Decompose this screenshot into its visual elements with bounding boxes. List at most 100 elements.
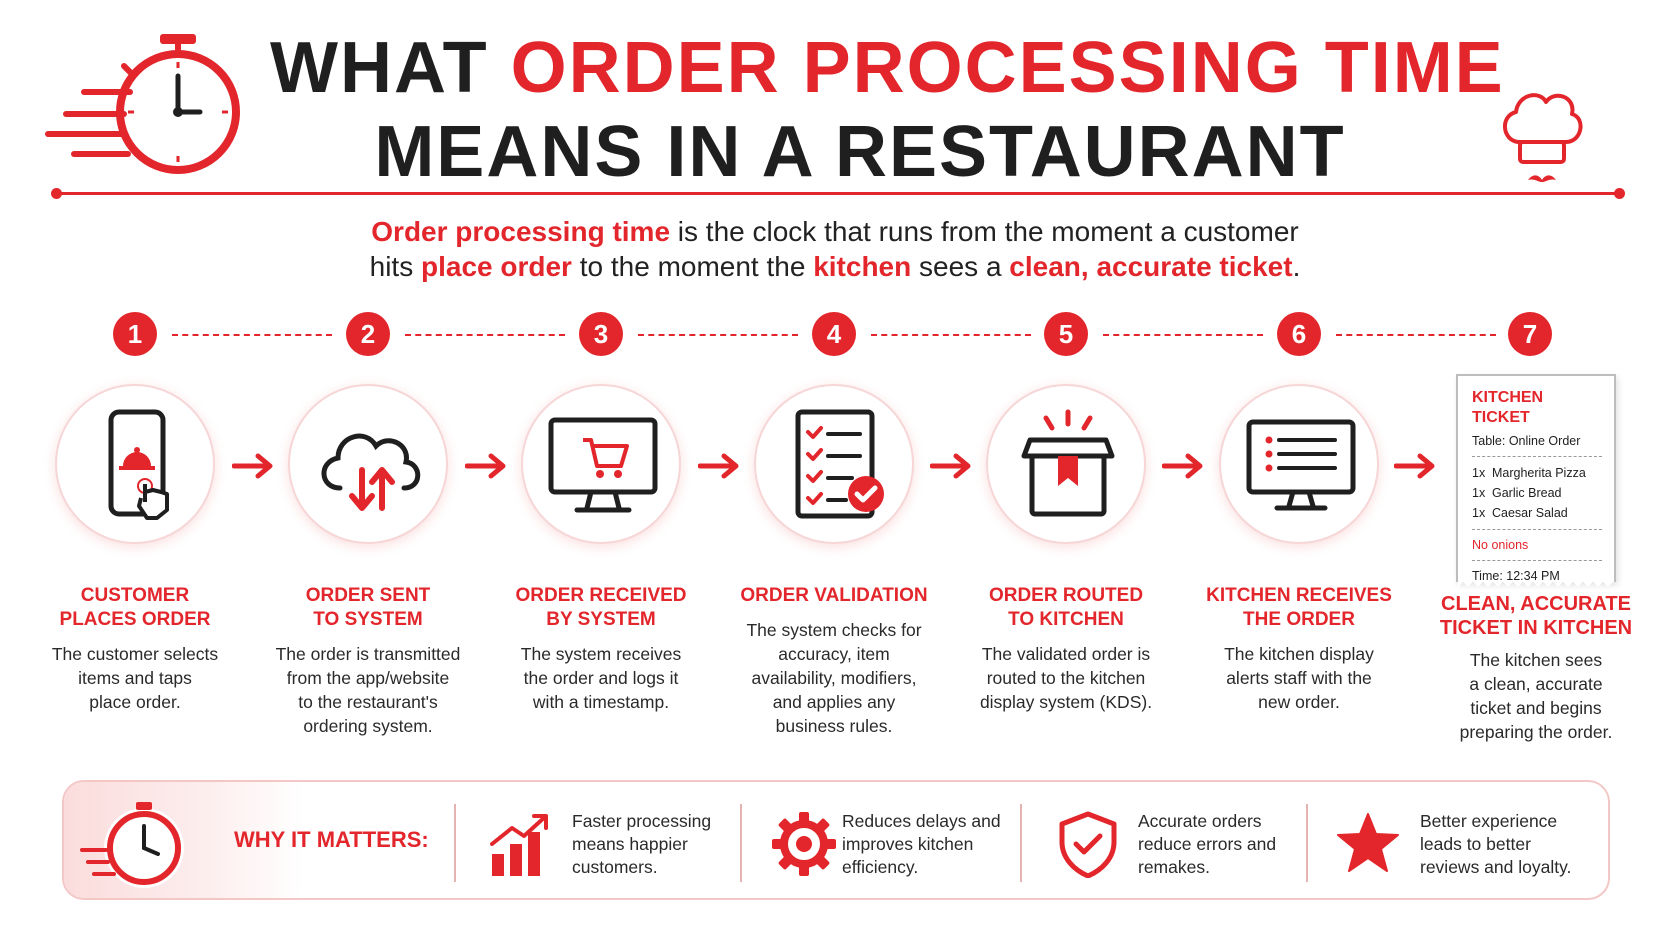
step-title-line: TO SYSTEM [313,609,423,630]
title-line-2: MEANS IN A RESTAURANT [374,112,1346,192]
step-title-line: PLACES ORDER [59,609,211,630]
ticket-item-qty: 1x [1472,506,1486,520]
arrow-right-icon [232,453,273,479]
step-desc-line: alerts staff with the [1226,668,1372,688]
monitor-cart-icon [548,417,658,513]
gear-icon [772,812,836,876]
step-desc-line: routed to the kitchen [986,668,1146,688]
step-desc-line: The kitchen sees [1469,650,1603,670]
why-it-matters-heading: WHY IT MATTERS: [234,827,429,852]
step-desc-line: new order. [1258,692,1340,712]
step-title-line: ORDER SENT [305,585,431,606]
package-icon [1021,409,1115,517]
step-number-4: 4 [812,312,856,356]
step-desc-line: The order is transmitted [275,644,461,664]
step-desc-line: preparing the order. [1459,722,1613,742]
page-title: WHAT ORDER PROCESSING TIME MEANS IN A RE… [270,26,1503,194]
step-2-icon-circle [288,384,448,544]
intro-line-1: is the clock that runs from the moment a… [670,216,1299,247]
stopwatch-icon [45,34,240,174]
step-title-line: KITCHEN RECEIVES [1206,585,1392,606]
step-desc-line: accuracy, item [778,644,890,664]
step-4-icon-circle [754,384,914,544]
step-desc-line: The kitchen display [1224,644,1374,664]
checklist-icon [795,409,884,519]
step-desc-line: the order and logs it [523,668,679,688]
dashed-connector [638,334,798,336]
step-number-3: 3 [579,312,623,356]
benefit-line: remakes. [1138,857,1210,877]
benefit-line: improves kitchen [842,834,974,854]
step-2-description: The order is transmitted from the app/web… [262,642,474,738]
dashed-connector [1336,334,1496,336]
step-2-title: ORDER SENT TO SYSTEM [258,584,478,632]
benefit-line: efficiency. [842,857,919,877]
phone-tap-icon [108,409,169,520]
ticket-item: 1x Margherita Pizza [1472,463,1602,483]
shield-check-icon [1059,811,1117,878]
ticket-note: No onions [1472,538,1529,552]
step-title-line: ORDER RECEIVED [515,585,687,606]
header-divider [51,188,1625,199]
benefit-line: means happier [572,834,688,854]
step-title-line: CLEAN, ACCURATE [1441,593,1631,615]
intro-emphasis-kitchen: kitchen [813,251,912,282]
step-desc-line: and applies any [772,692,896,712]
ticket-item: 1x Caesar Salad [1472,503,1602,523]
ticket-item-qty: 1x [1472,466,1486,480]
banner-separator [1306,804,1308,882]
banner-separator [1020,804,1022,882]
ticket-item-name: Caesar Salad [1492,506,1568,520]
cloud-sync-icon [321,433,421,511]
dashed-connector [172,334,332,336]
step-number-row: 1 2 3 4 5 6 7 [0,312,1672,362]
kds-monitor-icon [1246,419,1356,511]
step-6-description: The kitchen display alerts staff with the… [1193,642,1405,714]
ticket-item-name: Margherita Pizza [1492,466,1586,480]
step-6-icon-circle [1219,384,1379,544]
banner-separator [740,804,742,882]
step-6-title: KITCHEN RECEIVES THE ORDER [1189,584,1409,632]
benefit-efficiency: Reduces delays and improves kitchen effici… [842,810,1032,879]
benefit-line: leads to better [1420,834,1531,854]
step-desc-line: ticket and begins [1470,698,1602,718]
arrow-right-icon [698,453,739,479]
step-number-6: 6 [1277,312,1321,356]
intro-text: Order processing time is the clock that … [260,214,1410,284]
step-desc-line: from the app/website [286,668,450,688]
banner-separator [454,804,456,882]
benefit-line: Reduces delays and [842,811,1001,831]
benefit-line: Accurate orders [1138,811,1262,831]
arrow-right-icon [465,453,506,479]
step-title-line: THE ORDER [1243,609,1355,630]
star-icon [1337,813,1399,872]
step-desc-line: ordering system. [303,716,433,736]
ticket-item-qty: 1x [1472,486,1486,500]
ticket-heading: KITCHEN TICKET [1472,389,1544,426]
arrow-right-icon [930,453,971,479]
step-5-icon-circle [986,384,1146,544]
benefit-line: reviews and loyalty. [1420,857,1572,877]
step-1-icon-circle [55,384,215,544]
intro-emphasis-ticket: clean, accurate ticket [1009,251,1293,282]
dashed-connector [871,334,1031,336]
step-desc-line: with a timestamp. [532,692,670,712]
step-desc-line: place order. [89,692,181,712]
step-desc-line: to the restaurant's [298,692,438,712]
intro-mid: to the moment the [571,251,814,282]
title-accent: ORDER PROCESSING TIME [510,28,1505,108]
step-number-2: 2 [346,312,390,356]
step-desc-line: availability, modifiers, [751,668,917,688]
